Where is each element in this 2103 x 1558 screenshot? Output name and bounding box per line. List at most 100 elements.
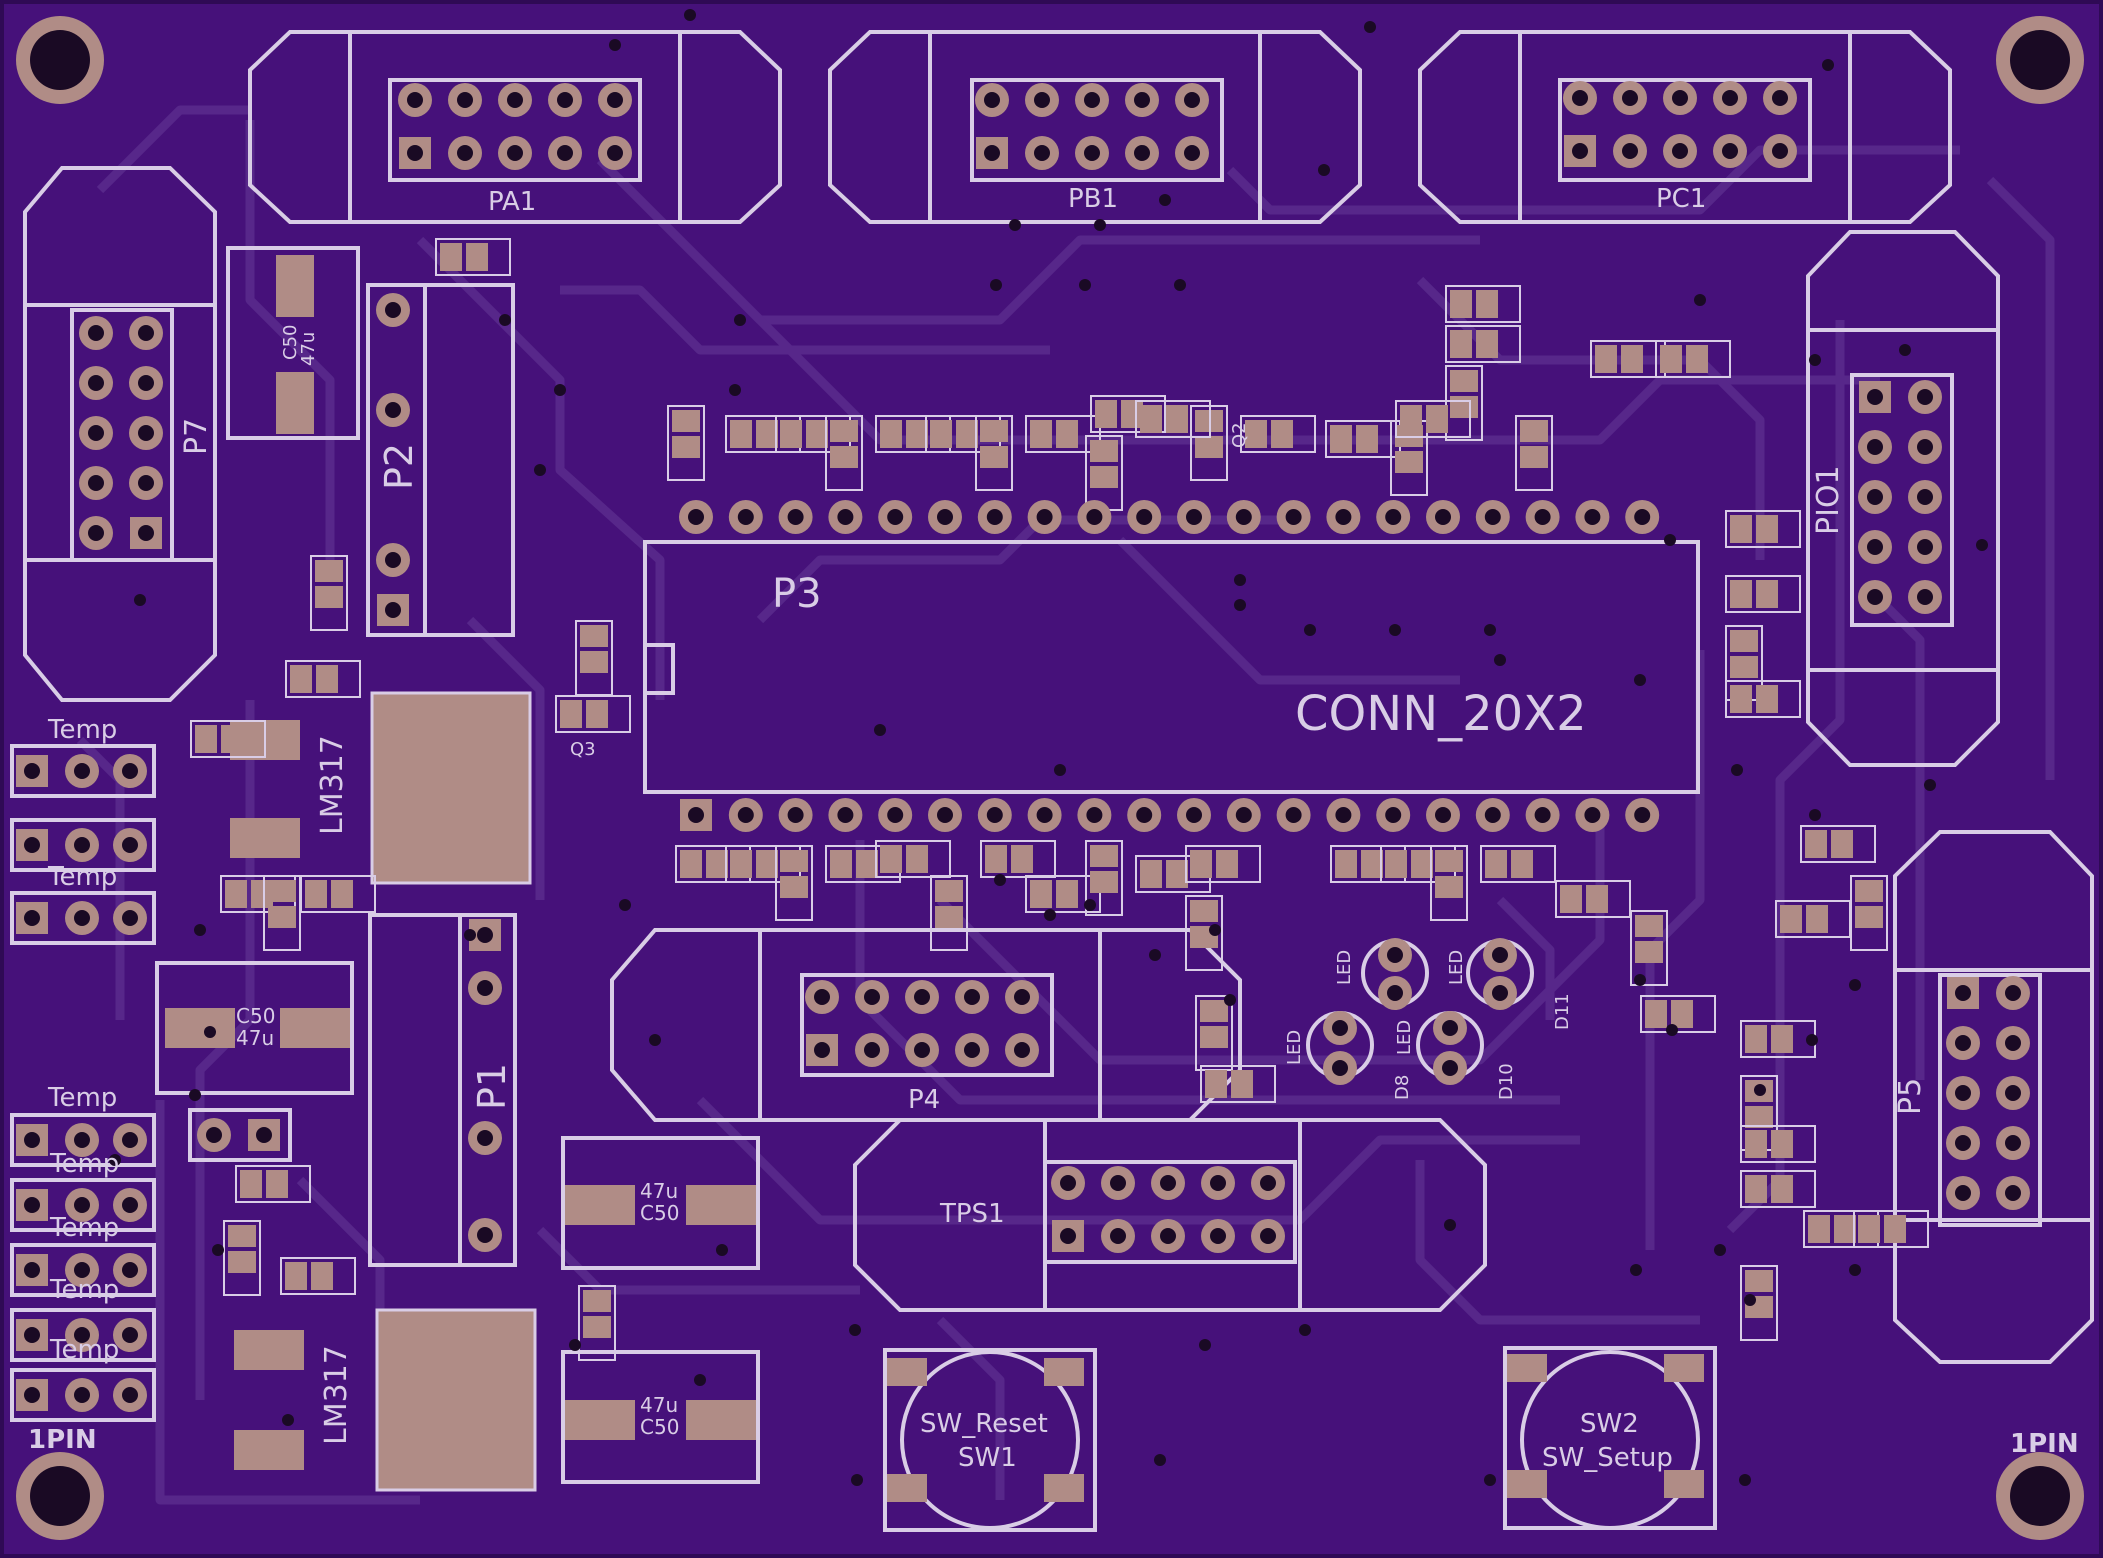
- via: [1809, 354, 1821, 366]
- drill-hole: [385, 602, 401, 618]
- smd-part: [1430, 845, 1468, 921]
- drill-hole: [1634, 807, 1651, 823]
- via: [1094, 219, 1106, 231]
- drill-hole: [557, 145, 573, 161]
- smd-part: [1135, 400, 1211, 438]
- via: [1234, 599, 1246, 611]
- label-pio1: PIO1: [1811, 465, 1846, 535]
- drill-hole: [507, 145, 523, 161]
- drill-hole: [986, 509, 1003, 525]
- label-d10: D10: [1496, 1063, 1517, 1100]
- drill-hole: [1110, 1175, 1126, 1191]
- drill-hole: [1955, 1135, 1971, 1151]
- label-lm317-top: LM317: [315, 735, 350, 835]
- smd-part: [1740, 1125, 1816, 1163]
- drill-hole: [2005, 1085, 2021, 1101]
- drill-hole: [385, 552, 401, 568]
- smd-part: [775, 845, 813, 921]
- smd-part: [1085, 435, 1123, 511]
- drill-hole: [122, 837, 138, 853]
- drill-hole: [407, 92, 423, 108]
- drill-hole: [1867, 489, 1883, 505]
- via: [1304, 624, 1316, 636]
- smd-part: [1240, 415, 1316, 453]
- via: [1364, 21, 1376, 33]
- lm317-bottom: [234, 1308, 537, 1492]
- smd-part: [1380, 845, 1456, 883]
- smd-part: [578, 1285, 616, 1361]
- smd-part: [667, 405, 705, 481]
- smd-part: [1640, 995, 1716, 1033]
- drill-hole: [1332, 1020, 1348, 1036]
- via: [204, 1026, 216, 1038]
- smd-part: [1725, 625, 1763, 701]
- drill-hole: [1186, 807, 1202, 823]
- switch-pad: [1507, 1354, 1547, 1382]
- via: [1731, 764, 1743, 776]
- via: [1494, 654, 1506, 666]
- via: [609, 39, 621, 51]
- drill-hole: [457, 92, 473, 108]
- via: [1714, 1244, 1726, 1256]
- drill-hole: [1014, 1042, 1030, 1058]
- via: [1149, 949, 1161, 961]
- smd-part: [1630, 910, 1668, 986]
- drill-hole: [74, 1262, 90, 1278]
- drill-hole: [88, 475, 104, 491]
- drill-hole: [24, 1197, 40, 1213]
- smd-part: [1853, 1210, 1929, 1248]
- via: [189, 1089, 201, 1101]
- via: [1084, 899, 1096, 911]
- drill-hole: [1387, 947, 1403, 963]
- via: [694, 1374, 706, 1386]
- drill-hole: [2005, 1185, 2021, 1201]
- smd-part: [310, 555, 348, 631]
- smd-part: [1800, 825, 1876, 863]
- label-pa1: PA1: [488, 187, 536, 217]
- label-conn: CONN_20X2: [1295, 686, 1587, 742]
- label-sw2: SW2: [1580, 1409, 1639, 1439]
- drill-hole: [1332, 1060, 1348, 1076]
- label-47u-a: 47u: [298, 332, 319, 366]
- label-temp-4: Temp: [49, 1149, 119, 1179]
- smd-part: [235, 1165, 311, 1203]
- drill-hole: [122, 1197, 138, 1213]
- drill-hole: [1060, 1175, 1076, 1191]
- drill-hole: [607, 92, 623, 108]
- smd-part: [1725, 680, 1801, 718]
- drill-hole: [138, 425, 154, 441]
- drill-hole: [864, 1042, 880, 1058]
- label-temp-3: Temp: [47, 1083, 117, 1113]
- smd-part: [575, 620, 613, 696]
- drill-hole: [138, 475, 154, 491]
- drill-hole: [74, 1387, 90, 1403]
- drill-hole: [24, 763, 40, 779]
- drill-hole: [937, 509, 953, 525]
- via: [1822, 59, 1834, 71]
- drill-hole: [1867, 539, 1883, 555]
- smd-part: [220, 875, 296, 913]
- label-onepin-right: 1PIN: [2010, 1429, 2079, 1459]
- drill-hole: [984, 92, 1000, 108]
- drill-hole: [864, 989, 880, 1005]
- drill-hole: [964, 1042, 980, 1058]
- label-c50-d: C50: [640, 1415, 679, 1439]
- drill-hole: [507, 92, 523, 108]
- drill-hole: [1086, 807, 1103, 823]
- drill-hole: [837, 509, 854, 525]
- drill-hole: [1260, 1228, 1276, 1244]
- drill-hole: [914, 989, 930, 1005]
- drill-hole: [138, 525, 154, 541]
- drill-hole: [2005, 1135, 2021, 1151]
- smd-part: [300, 875, 376, 913]
- via: [134, 594, 146, 606]
- drill-hole: [737, 807, 754, 823]
- drill-hole: [1036, 807, 1053, 823]
- via: [1224, 994, 1236, 1006]
- smd-part: [1185, 845, 1261, 883]
- drill-hole: [1955, 1085, 1971, 1101]
- label-sw-reset: SW_Reset: [920, 1409, 1048, 1439]
- drill-hole: [1385, 509, 1402, 525]
- via: [1054, 764, 1066, 776]
- drill-hole: [74, 837, 90, 853]
